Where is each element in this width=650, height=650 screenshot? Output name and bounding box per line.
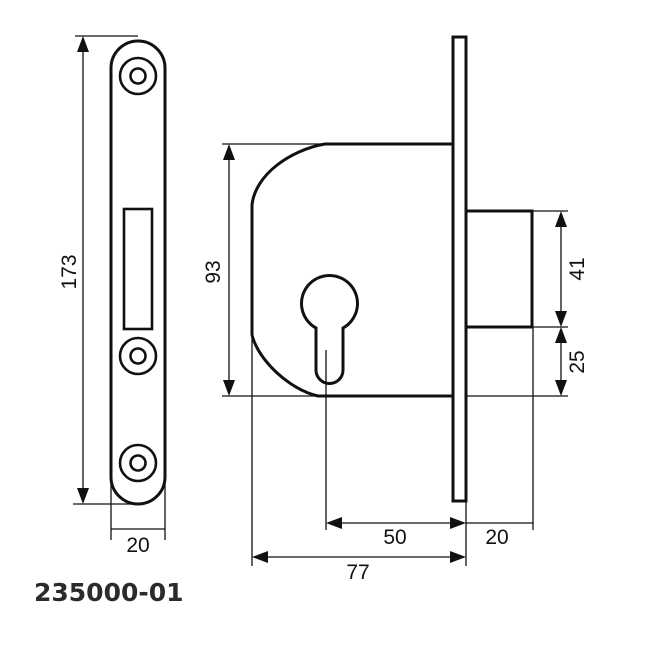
dimension-20-plate: 20 bbox=[110, 478, 166, 557]
dimension-41: 41 bbox=[532, 210, 589, 328]
lock-case-outline bbox=[250, 142, 453, 398]
dimension-label-50: 50 bbox=[383, 526, 406, 549]
dimension-93: 93 bbox=[202, 143, 325, 397]
dimension-20-bolt: 20 bbox=[466, 522, 533, 549]
dimension-173: 173 bbox=[58, 35, 138, 505]
part-number: 235000-01 bbox=[34, 578, 184, 607]
dimension-label-93: 93 bbox=[202, 260, 225, 283]
dimension-label-20-plate: 20 bbox=[126, 534, 149, 557]
dimension-label-77: 77 bbox=[346, 561, 369, 584]
side-view: 93 41 25 50 bbox=[202, 35, 589, 584]
bolt bbox=[464, 209, 534, 329]
faceplate bbox=[451, 35, 468, 503]
dimension-label-20-bolt: 20 bbox=[485, 526, 508, 549]
dimension-50: 50 bbox=[326, 517, 466, 549]
dimension-77: 77 bbox=[252, 551, 466, 584]
screw-hole-top bbox=[118, 56, 158, 96]
screw-hole-bottom bbox=[118, 443, 158, 483]
dimension-label-41: 41 bbox=[566, 257, 589, 280]
dimension-label-173: 173 bbox=[58, 254, 81, 289]
dimension-25: 25 bbox=[466, 327, 589, 397]
front-plate-view: 173 20 bbox=[58, 35, 167, 557]
dimension-label-25: 25 bbox=[566, 350, 589, 373]
euro-cylinder-keyhole bbox=[300, 273, 359, 385]
screw-hole-middle bbox=[118, 336, 158, 376]
bolt-slot bbox=[122, 207, 154, 331]
